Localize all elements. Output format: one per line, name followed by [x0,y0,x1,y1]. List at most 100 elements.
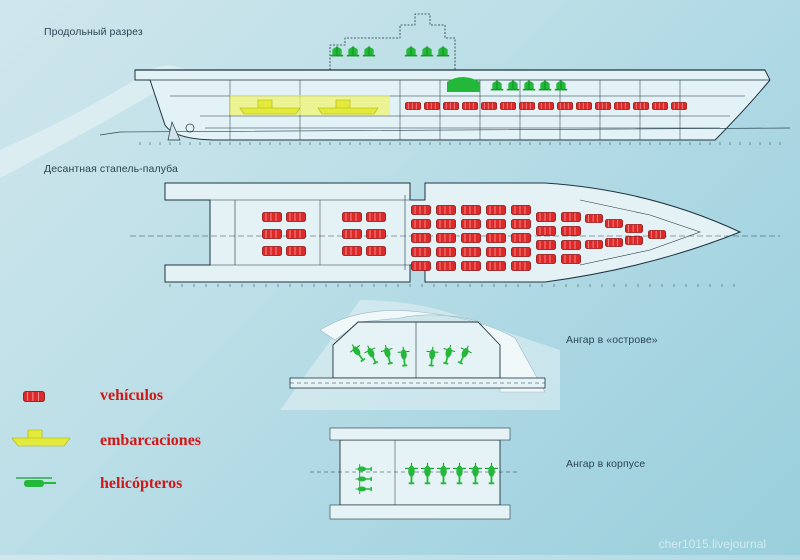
label-landing-dock-deck: Десантная стапель-палуба [44,163,178,175]
plan-vehicle [411,219,431,229]
plan-vehicle [342,246,362,256]
plan-vehicle [486,219,506,229]
side-vehicle [443,102,459,110]
plan-vehicle [511,219,531,229]
side-vehicle [595,102,611,110]
plan-vehicle [461,205,481,215]
plan-vehicle [461,233,481,243]
longitudinal-section [99,13,791,145]
side-vehicle [614,102,630,110]
plan-vehicle [366,212,386,222]
plan-vehicle [436,233,456,243]
frame-ticks [139,142,781,145]
hull-hangar-diagram [310,427,520,520]
side-vehicle [538,102,554,110]
deck-helicopter-5 [420,46,434,57]
plan-vehicle [366,246,386,256]
plan-vehicle [411,233,431,243]
rudder [167,120,181,141]
side-vehicle [424,102,440,110]
plan-vehicle [486,247,506,257]
side-vehicle [557,102,573,110]
plan-ticks [169,284,735,287]
plan-vehicle [286,246,306,256]
plan-vehicle [561,254,581,264]
legend-vehicle-icon [23,391,45,402]
plan-vehicle [585,214,603,223]
plan-vehicle [585,240,603,249]
plan-vehicle [511,233,531,243]
plan-vehicle [511,261,531,271]
plan-vehicle [536,226,556,236]
plan-vehicle [486,205,506,215]
plan-vehicle [286,229,306,239]
plan-vehicle [605,219,623,228]
side-vehicle [500,102,516,110]
side-vehicle [576,102,592,110]
plan-vehicle [436,247,456,257]
background-swoosh [0,65,190,178]
plan-vehicle [411,247,431,257]
side-vehicles [405,102,687,110]
plan-vehicle [511,205,531,215]
side-vehicle [462,102,478,110]
plan-vehicle [561,240,581,250]
plan-vehicle [461,261,481,271]
legend-label-helicopters: helicópteros [100,475,183,492]
plan-vehicle [648,230,666,239]
plan-vehicle [286,212,306,222]
plan-vehicle [411,261,431,271]
plan-vehicle [511,247,531,257]
bow-ramp-outline [579,199,701,266]
plan-vehicle [436,261,456,271]
deck-helicopter-2 [346,46,360,57]
side-vehicle [481,102,497,110]
plan-vehicle [436,219,456,229]
deck-helicopter-1 [330,46,344,57]
plan-vehicle [536,240,556,250]
landing-craft-1 [239,99,301,115]
plan-vehicle [486,233,506,243]
watermark: cher1015.livejournal [658,537,766,551]
legend-boat-icon [11,429,71,447]
plan-vehicle [536,212,556,222]
hull-hangar-bottom-strip [329,504,511,520]
plan-vehicle [262,212,282,222]
plan-vehicle [411,205,431,215]
legend-icons [11,391,71,487]
side-vehicle [519,102,535,110]
hangar-helicopter-large [447,77,480,92]
side-vehicle [633,102,649,110]
landing-craft-2 [317,99,379,115]
side-vehicle [652,102,668,110]
label-longitudinal-section: Продольный разрез [44,26,143,38]
propeller [185,123,195,133]
plan-vehicle [342,229,362,239]
plan-vehicle [486,261,506,271]
side-vehicle [405,102,421,110]
plan-vehicle [625,224,643,233]
label-island-hangar: Ангар в «острове» [566,334,658,346]
island-hangar-diagram [289,310,546,393]
island-outline [319,310,546,393]
waterline [99,127,791,136]
plan-vehicle [536,254,556,264]
plan-vehicle [262,246,282,256]
plan-vehicle [342,212,362,222]
deck-helicopter-6 [436,46,450,57]
legend-label-vehicles: vehículos [100,387,164,404]
plan-vehicle [262,229,282,239]
plan-vehicle [436,205,456,215]
plan-vehicle [461,219,481,229]
plan-vehicle [461,247,481,257]
dock-deck-plan [130,182,780,287]
deck-helicopter-4 [404,46,418,57]
plan-vehicle [605,238,623,247]
deck-helicopter-3 [362,46,376,57]
side-vehicle [671,102,687,110]
hull-hangar-top-strip [329,427,511,441]
legend-helicopter-icon [16,477,56,487]
island-superstructure [329,13,456,70]
